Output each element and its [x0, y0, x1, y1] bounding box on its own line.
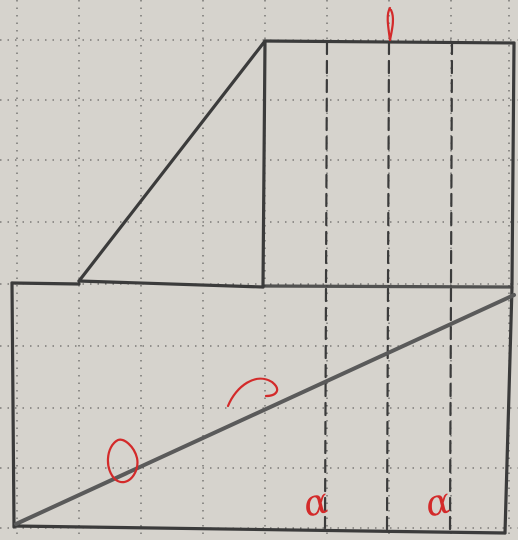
upper-right-edge [510, 41, 516, 287]
triangle-base-edge [77, 279, 265, 289]
triangle-hypotenuse [77, 39, 267, 283]
dashed-line-right [448, 40, 454, 532]
dashed-line-left [323, 40, 329, 530]
dashed-line-middle [385, 40, 391, 532]
red-angle-circle [106, 438, 139, 484]
lower-top-edge-right [261, 284, 514, 289]
pencil-drawing [10, 39, 516, 535]
lower-left-edge [10, 281, 16, 529]
lower-top-edge [10, 281, 81, 286]
triangle-vertical-edge [261, 39, 267, 289]
lower-bottom-edge [12, 524, 507, 535]
red-ink-marks [106, 6, 395, 484]
upper-top-edge [263, 39, 516, 45]
construction-dashed-lines [323, 40, 454, 532]
red-angle-arc [226, 377, 279, 408]
lower-right-edge [503, 285, 514, 535]
long-diagonal [14, 293, 516, 526]
red-top-tick [386, 6, 395, 42]
